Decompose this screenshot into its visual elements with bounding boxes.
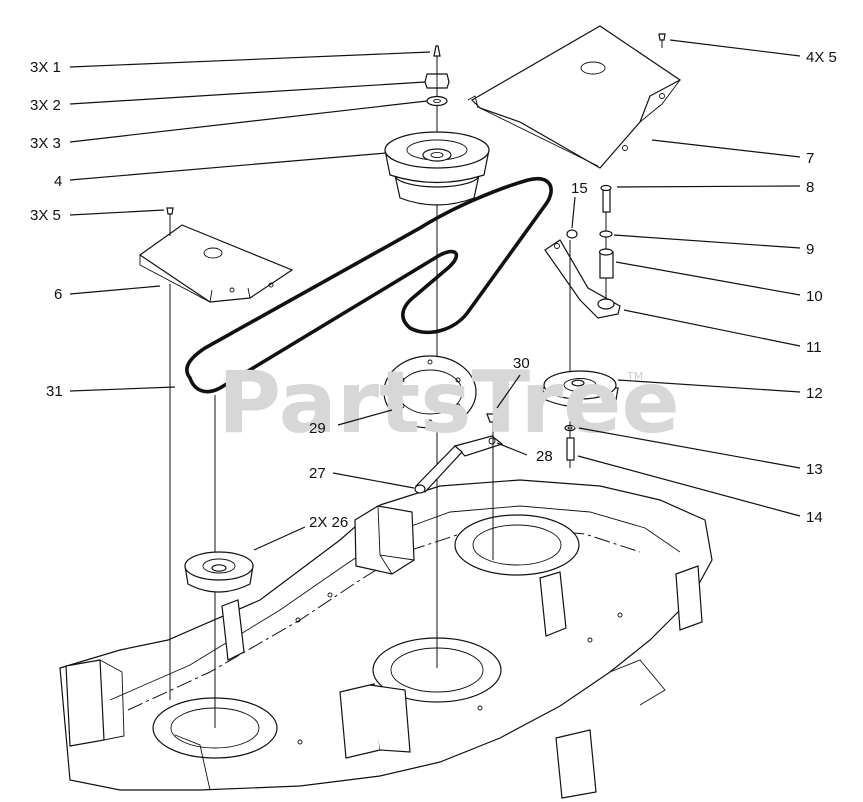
idler-pulley-left: [184, 551, 254, 593]
callout-11: 10: [806, 288, 823, 305]
drive-belt: [185, 176, 553, 394]
idler-arm-assembly: [414, 413, 504, 560]
callout-14: 13: [806, 461, 823, 478]
callout-4: 4: [54, 173, 62, 190]
callout-3x2: 3X 2: [30, 97, 61, 114]
cover-screw-right: [658, 33, 666, 48]
callout-9: 15: [571, 180, 588, 197]
watermark-text: PartsTree: [218, 353, 680, 453]
callout-2x26: 2X 26: [309, 514, 348, 531]
callout-28: 28: [536, 448, 553, 465]
callout-3x3: 3X 3: [30, 135, 61, 152]
leader-lines: [69, 39, 801, 551]
belt-cover-left: [138, 207, 294, 303]
callout-7: 7: [806, 150, 814, 167]
mower-deck: [59, 479, 713, 799]
callout-13: 12: [806, 385, 823, 402]
callout-8: 8: [806, 179, 814, 196]
callout-3x5: 3X 5: [30, 207, 61, 224]
callout-10: 9: [806, 241, 814, 258]
callout-30: 30: [513, 355, 530, 372]
callout-4x5: 4X 5: [806, 49, 837, 66]
watermark-trademark: TM: [626, 370, 643, 383]
idler-stack-right: [541, 184, 621, 468]
callout-31: 31: [46, 383, 63, 400]
belt-cover-right: [467, 25, 682, 169]
spindle-gasket: [383, 355, 477, 429]
center-pulley: [384, 131, 490, 206]
callout-3x1: 3X 1: [30, 59, 61, 76]
callout-27: 27: [309, 465, 326, 482]
callout-labels: 3X 1 3X 2 3X 3 4 3X 5 6 31 4X 5 7 8 9 10…: [30, 49, 837, 531]
callout-15: 14: [806, 509, 823, 526]
callout-6: 6: [54, 286, 62, 303]
callout-12: 11: [806, 339, 822, 356]
center-hardware: [424, 45, 450, 107]
callout-29: 29: [309, 420, 326, 437]
